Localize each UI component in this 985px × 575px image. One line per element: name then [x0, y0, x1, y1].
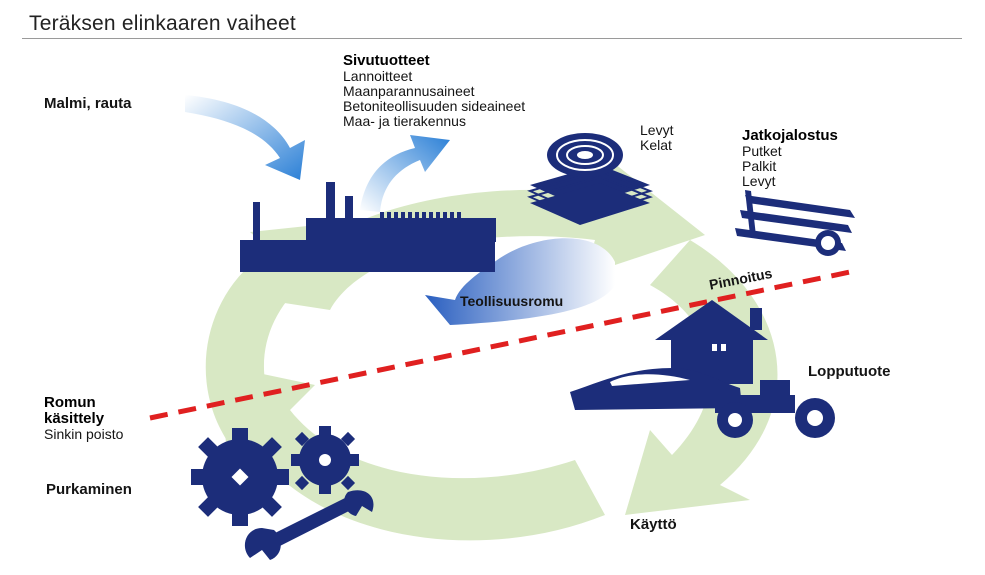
steel-mill-icon	[240, 182, 496, 272]
tractor-icon	[715, 380, 835, 438]
gears-icon	[191, 426, 359, 526]
byproduct-item: Lannoitteet	[343, 68, 413, 84]
cycle-arrow-bottom	[220, 365, 605, 541]
byproduct-item: Maa- ja tierakennus	[343, 113, 466, 129]
scrap-processing-block: Romun käsittely Sinkin poisto	[44, 395, 123, 442]
byproduct-item: Betoniteollisuuden sideaineet	[343, 98, 526, 114]
ore-input-arrow	[185, 95, 305, 180]
further-processing-block: Jatkojalostus Putket Palkit Levyt	[742, 128, 838, 189]
scrap-processing-title-line: Romun	[44, 394, 96, 411]
processing-item: Putket	[742, 143, 782, 159]
end-product-label: Lopputuote	[808, 363, 891, 380]
steel-products-icon	[735, 190, 855, 256]
steel-coil-icon	[527, 133, 653, 225]
scrap-processing-title-line: käsittely	[44, 410, 105, 427]
byproducts-arrow	[360, 135, 450, 212]
industrial-scrap-arrow	[425, 238, 615, 325]
page-title: Teräksen elinkaaren vaiheet	[29, 12, 296, 35]
processing-item: Levyt	[742, 173, 776, 189]
title-divider	[22, 38, 962, 39]
coil-labels: Levyt Kelat	[640, 123, 673, 153]
cycle-arrow-left	[205, 222, 345, 445]
cycle-arrow-right	[625, 240, 778, 515]
industrial-scrap-label: Teollisuusromu	[460, 293, 564, 309]
zinc-removal-label: Sinkin poisto	[44, 426, 124, 442]
further-processing-title: Jatkojalostus	[742, 127, 838, 144]
byproducts-title: Sivutuotteet	[343, 52, 430, 69]
use-label: Käyttö	[630, 516, 677, 533]
ore-label: Malmi, rauta	[44, 95, 132, 112]
coating-boundary-line	[149, 269, 851, 421]
byproducts-block: Sivutuotteet Lannoitteet Maanparannusain…	[343, 53, 525, 129]
coils-label: Kelat	[640, 137, 672, 153]
processing-item: Palkit	[742, 158, 777, 174]
plates-label: Levyt	[640, 122, 674, 138]
dismantling-label: Purkaminen	[46, 481, 132, 498]
house-icon	[655, 300, 768, 384]
wrench-icon	[244, 490, 374, 560]
car-icon	[570, 368, 742, 410]
byproduct-item: Maanparannusaineet	[343, 83, 475, 99]
